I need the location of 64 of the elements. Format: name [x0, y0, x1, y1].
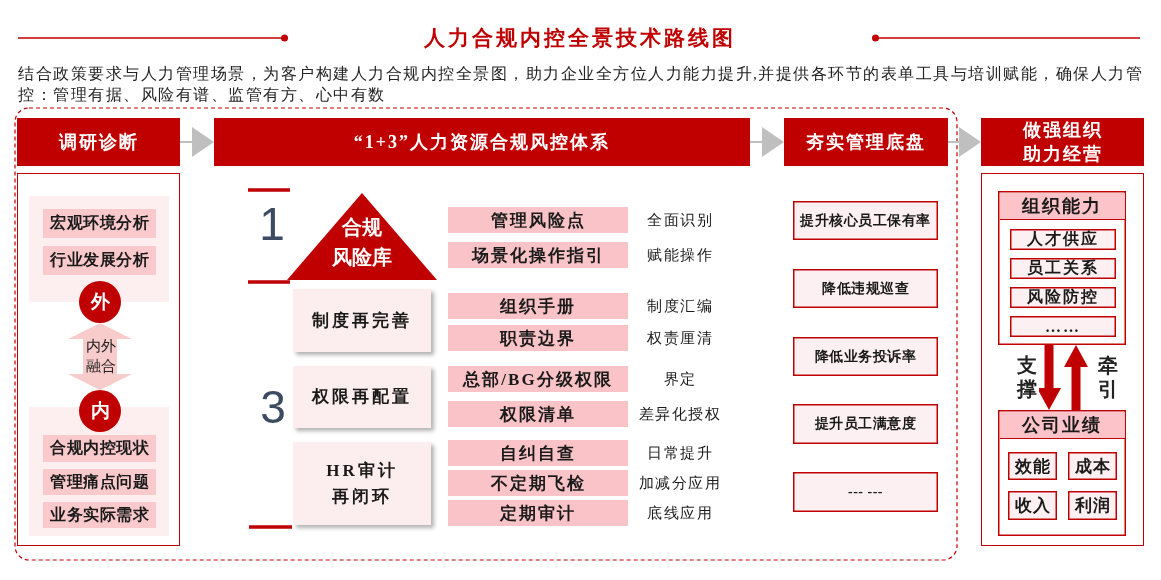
metric-tag: 效能: [1008, 452, 1057, 480]
page-title: 人力合规内控全景技术路线图: [423, 25, 737, 52]
item-tag: 风险防控: [1010, 287, 1116, 308]
note-text: 差异化授权: [637, 404, 723, 424]
intro-text: 结合政策要求与人力管理场景，为客户构建人力合规内控全景图，助力企业全方位人力能力提升,并提供各环节的表单工具与培训赋能，确保人力管控：管理有据、风险有谱、监管有方、心中有数: [18, 64, 1145, 105]
topic-bar: 场景化操作指引: [448, 242, 628, 268]
topic-bar: 不定期飞检: [448, 470, 628, 496]
note-text: 制度汇编: [646, 296, 714, 316]
group-heading: 组织能力: [999, 192, 1125, 220]
item-tag: 员工关系: [1010, 258, 1116, 279]
chevron-arrow: [947, 127, 982, 157]
edge-label: 支撑: [1015, 353, 1039, 401]
group-frame: [998, 410, 1126, 536]
scope-circle: 内: [79, 390, 121, 432]
goal-card: 降低违规巡查: [793, 269, 938, 308]
topic-bar: 管理风险点: [448, 207, 628, 233]
section-header: 夯实管理底盘: [784, 118, 948, 166]
topic-bar: 职责边界: [448, 325, 628, 351]
step-number: 1: [258, 199, 286, 249]
topic-tag: 管理痛点问题: [43, 469, 156, 495]
topic-tag: 合规内控现状: [43, 435, 156, 462]
metric-tag: 利润: [1068, 491, 1117, 520]
note-text: 界定: [662, 369, 698, 389]
topic-bar: 定期审计: [448, 500, 628, 526]
pillar-card: 权限再配置: [293, 366, 431, 428]
goal-card: 提升员工满意度: [793, 404, 938, 444]
topic-bar: 组织手册: [448, 293, 628, 319]
note-text: 底线应用: [646, 503, 714, 523]
note-text: 全面识别: [646, 210, 714, 230]
topic-tag: 宏观环境分析: [43, 209, 156, 238]
goal-card: 降低业务投诉率: [793, 337, 938, 376]
topic-bar: 权限清单: [448, 401, 628, 427]
section-header: “1+3”人力资源合规风控体系: [214, 118, 750, 166]
scope-circle: 外: [79, 281, 121, 323]
note-text: 加减分应用: [637, 473, 723, 493]
group-frame: [998, 191, 1126, 345]
group-heading: 公司业绩: [999, 411, 1125, 439]
topic-tag: 业务实际需求: [43, 502, 156, 528]
goal-card: --- ---: [793, 472, 938, 512]
chevron-arrow: [179, 127, 215, 157]
pillar-card: HR审计再闭环: [293, 442, 431, 525]
arrow: [1064, 345, 1088, 410]
edge-label: 内外融合: [85, 336, 116, 376]
bordered-panel: [17, 173, 180, 546]
note-text: 赋能操作: [646, 245, 714, 265]
topic-bar: 总部/BG分级权限: [448, 366, 628, 392]
topic-bar: 自纠自查: [448, 440, 628, 466]
section-header: 做强组织助力经营: [981, 118, 1144, 166]
step-number: 3: [259, 382, 287, 432]
item-tag: ……: [1010, 316, 1116, 337]
note-text: 日常提升: [646, 443, 714, 463]
item-tag: 人才供应: [1010, 229, 1116, 250]
note-text: 权责厘清: [646, 328, 714, 348]
bordered-panel: [981, 173, 1144, 546]
pillar-card: 制度再完善: [293, 289, 431, 352]
double-arrow: [68, 323, 132, 390]
metric-tag: 收入: [1008, 491, 1057, 520]
edge-label: 牵引: [1096, 353, 1120, 401]
chevron-arrow: [749, 127, 785, 157]
section-header: 调研诊断: [17, 118, 180, 166]
node-label: 合规风险库: [331, 215, 393, 270]
topic-tag: 行业发展分析: [43, 246, 156, 275]
metric-tag: 成本: [1068, 452, 1117, 480]
goal-card: 提升核心员工保有率: [793, 201, 938, 240]
